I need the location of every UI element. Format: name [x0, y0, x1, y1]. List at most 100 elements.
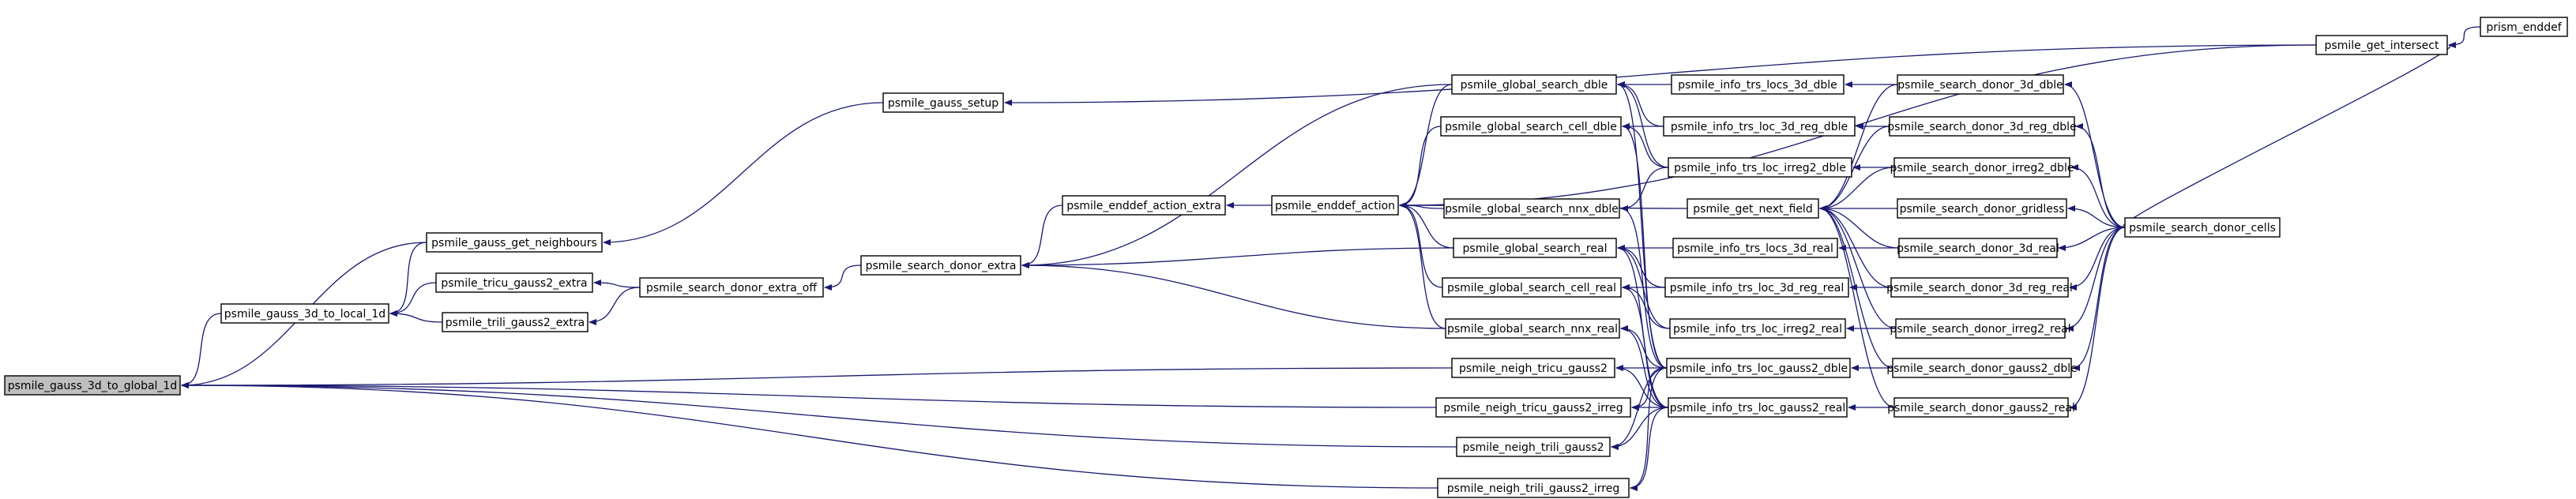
node-enddef-action[interactable]: psmile_enddef_action	[1271, 195, 1399, 216]
edge-sd-3dreg-dble-to-get-next-field	[1819, 126, 1890, 212]
node-label: psmile_global_search_cell_real	[1447, 282, 1616, 295]
node-label: psmile_gauss_3d_to_local_1d	[224, 308, 385, 321]
node-info-locs3d-dble[interactable]: psmile_info_trs_locs_3d_dble	[1671, 74, 1845, 95]
node-box	[1664, 277, 1849, 298]
node-info-loc3dreg-real[interactable]: psmile_info_trs_loc_3d_reg_real	[1664, 277, 1849, 298]
node-box	[1668, 397, 1848, 418]
node-box	[1271, 195, 1399, 216]
node-sd-irreg2-dble[interactable]: psmile_search_donor_irreg2_dble	[1890, 157, 2074, 178]
edge-sd-cells-to-sd-irreg2-real	[2066, 227, 2126, 332]
node-label: psmile_neigh_tricu_gauss2	[1459, 362, 1608, 375]
node-sd-cells[interactable]: psmile_search_donor_cells	[2124, 217, 2281, 238]
node-label: psmile_search_donor_3d_real	[1897, 242, 2059, 255]
edge-sd-3d-real-to-get-next-field	[1819, 205, 1900, 249]
node-label: psmile_search_donor_3d_reg_dble	[1887, 121, 2076, 133]
node-box	[2124, 217, 2281, 238]
node-gs-nnx-dble[interactable]: psmile_global_search_nnx_dble	[1443, 198, 1620, 219]
node-box	[882, 92, 1004, 113]
edge-sd-cells-to-get-intersect	[2123, 42, 2457, 228]
node-label: psmile_global_search_nnx_real	[1447, 323, 1618, 336]
node-trili-extra[interactable]: psmile_trili_gauss2_extra	[442, 312, 589, 332]
edge-info-gauss2-dble-to-neigh-tricu-irreg	[1631, 367, 1668, 411]
node-neigh-trili-irreg[interactable]: psmile_neigh_trili_gauss2_irreg	[1437, 478, 1630, 498]
edge-get-neighbours-to-gauss3d-local	[389, 242, 427, 317]
edge-gauss3d-local-to-gauss3d-global	[181, 313, 222, 388]
edge-sd-cells-to-sd-irreg2-dble	[2070, 164, 2126, 228]
node-box	[2315, 35, 2448, 55]
node-sd-gridless[interactable]: psmile_search_donor_gridless	[1897, 198, 2067, 219]
node-box	[1672, 238, 1838, 258]
node-get-neighbours[interactable]: psmile_gauss_get_neighbours	[426, 232, 603, 253]
node-label: psmile_search_donor_irreg2_real	[1890, 323, 2070, 336]
edge-sd-cells-to-sd-gauss2-real	[2069, 227, 2126, 411]
node-gs-nnx-real[interactable]: psmile_global_search_nnx_real	[1445, 318, 1620, 339]
node-box	[1893, 397, 2069, 418]
node-gauss3d-global[interactable]: psmile_gauss_3d_to_global_1d	[4, 375, 181, 396]
node-tricu-extra[interactable]: psmile_tricu_gauss2_extra	[435, 272, 593, 293]
node-box	[1890, 277, 2069, 298]
edge-gs-cell-real-to-enddef-action	[1399, 202, 1443, 288]
node-box	[639, 277, 824, 298]
node-sd-3d-real[interactable]: psmile_search_donor_3d_real	[1897, 238, 2059, 258]
edges-layer	[181, 26, 2481, 491]
node-neigh-tricu[interactable]: psmile_neigh_tricu_gauss2	[1451, 358, 1615, 378]
node-gs-cell-real[interactable]: psmile_global_search_cell_real	[1442, 277, 1622, 298]
node-label: psmile_tricu_gauss2_extra	[441, 277, 587, 290]
edge-donor-extra-off-to-trili-extra	[589, 287, 641, 325]
edge-gs-dble-to-donor-extra	[1021, 84, 1453, 268]
node-sd-3dreg-dble[interactable]: psmile_search_donor_3d_reg_dble	[1887, 116, 2077, 137]
node-box	[1898, 238, 2058, 258]
node-info-irreg2-real[interactable]: psmile_info_trs_loc_irreg2_real	[1669, 318, 1846, 339]
node-sd-irreg2-real[interactable]: psmile_search_donor_irreg2_real	[1890, 318, 2071, 339]
node-get-intersect[interactable]: psmile_get_intersect	[2315, 35, 2448, 55]
node-get-next-field[interactable]: psmile_get_next_field	[1687, 198, 1819, 219]
node-gs-cell-dble[interactable]: psmile_global_search_cell_dble	[1440, 116, 1622, 137]
node-sd-3d-dble[interactable]: psmile_search_donor_3d_dble	[1897, 74, 2064, 95]
node-label: psmile_info_trs_loc_gauss2_dble	[1669, 362, 1848, 375]
node-neigh-tricu-irreg[interactable]: psmile_neigh_tricu_gauss2_irreg	[1435, 397, 1631, 418]
node-sd-gauss2-real[interactable]: psmile_search_donor_gauss2_real	[1887, 397, 2075, 418]
node-sd-3dreg-real[interactable]: psmile_search_donor_3d_reg_real	[1886, 277, 2073, 298]
node-neigh-trili[interactable]: psmile_neigh_trili_gauss2	[1456, 437, 1611, 457]
node-donor-extra[interactable]: psmile_search_donor_extra	[860, 255, 1021, 276]
edge-sd-gauss2-real-to-get-next-field	[1819, 205, 1895, 408]
edge-info-irreg2-dble-to-gs-cell-dble	[1622, 123, 1669, 168]
node-box	[1687, 198, 1819, 219]
node-info-gauss2-real[interactable]: psmile_info_trs_loc_gauss2_real	[1668, 397, 1848, 418]
edge-sd-irreg2-real-to-get-next-field	[1819, 205, 1897, 329]
edge-info-irreg2-real-to-gs-real	[1617, 245, 1671, 329]
node-sd-gauss2-dble[interactable]: psmile_search_donor_gauss2_dble	[1886, 358, 2078, 378]
node-box	[1666, 358, 1851, 378]
node-label: psmile_info_trs_locs_3d_dble	[1678, 79, 1837, 92]
edge-info-loc3dreg-dble-to-gs-dble	[1617, 81, 1664, 127]
node-info-irreg2-dble[interactable]: psmile_info_trs_loc_irreg2_dble	[1668, 157, 1852, 178]
edge-info-gauss2-real-to-neigh-trili	[1611, 407, 1669, 450]
edge-sd-cells-to-sd-gauss2-dble	[2072, 227, 2126, 371]
node-label: psmile_search_donor_extra_off	[646, 282, 817, 295]
node-info-loc3dreg-dble[interactable]: psmile_info_trs_loc_3d_reg_dble	[1663, 116, 1856, 137]
edge-info-gauss2-dble-to-neigh-trili	[1611, 367, 1668, 450]
edge-sd-cells-to-sd-gridless	[2067, 205, 2126, 228]
edge-sd-3dreg-real-to-get-next-field	[1819, 205, 1892, 288]
node-gs-dble[interactable]: psmile_global_search_dble	[1451, 74, 1617, 95]
node-info-gauss2-dble[interactable]: psmile_info_trs_loc_gauss2_dble	[1666, 358, 1851, 378]
node-label: psmile_enddef_action_extra	[1066, 200, 1221, 212]
node-action-extra[interactable]: psmile_enddef_action_extra	[1062, 195, 1226, 216]
node-label: psmile_trili_gauss2_extra	[446, 317, 585, 329]
edge-trili-extra-to-gauss3d-local	[389, 310, 443, 323]
node-label: psmile_enddef_action	[1275, 200, 1395, 212]
node-label: psmile_info_trs_loc_3d_reg_dble	[1671, 121, 1848, 133]
node-gauss3d-local[interactable]: psmile_gauss_3d_to_local_1d	[220, 303, 389, 324]
nodes-layer: psmile_gauss_3d_to_global_1d psmile_gauss…	[4, 17, 2568, 498]
node-gauss-setup[interactable]: psmile_gauss_setup	[882, 92, 1004, 113]
edge-prism-enddef-to-get-intersect	[2448, 26, 2481, 48]
node-info-locs3d-real[interactable]: psmile_info_trs_locs_3d_real	[1672, 238, 1838, 258]
node-donor-extra-off[interactable]: psmile_search_donor_extra_off	[639, 277, 824, 298]
edge-tricu-extra-to-gauss3d-local	[389, 282, 437, 317]
node-prism-enddef[interactable]: prism_enddef	[2480, 17, 2568, 37]
edge-sd-cells-to-sd-3dreg-real	[2069, 227, 2126, 291]
node-box	[1895, 318, 2066, 339]
edge-gs-real-to-donor-extra	[1021, 247, 1454, 268]
node-box	[1671, 74, 1845, 95]
node-gs-real[interactable]: psmile_global_search_real	[1453, 238, 1617, 258]
